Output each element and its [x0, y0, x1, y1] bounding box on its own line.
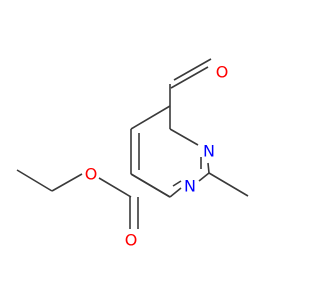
- ester-c-ring-bond: [130, 173, 171, 198]
- atom-label-group: O N N O O: [85, 63, 229, 250]
- ring-nitrogen-n1-label: N: [203, 142, 215, 161]
- ethyl-6-formyl-2-methylpyrimidine-4-carboxylate-structure: O N N O O: [16, 58, 249, 250]
- ring-nitrogen-n3-label: N: [184, 177, 196, 196]
- ring-n3-c4-inner-double: [172, 180, 182, 187]
- ring-c6-c6-bond: [130, 105, 171, 130]
- ester-carbonyl-oxygen-label: O: [125, 231, 138, 250]
- ring-n1-c2-bond: [207, 162, 210, 174]
- ring-c2-n3-bond: [198, 172, 210, 182]
- ethyl-ch2-ch3-bond: [16, 169, 53, 192]
- ring-n3-c4-bond: [169, 187, 182, 198]
- ester-c-o-single: [98, 177, 132, 198]
- aldehyde-co-double-bond-a: [170, 66, 209, 89]
- ring-c6-n1-bond: [169, 128, 199, 146]
- aldehyde-oxygen-label: O: [216, 63, 229, 82]
- methyl-bond: [208, 172, 249, 197]
- aldehyde-co-double-bond-b: [173, 58, 212, 81]
- ethyl-o-ch2-bond: [51, 173, 83, 192]
- bond-group: [16, 58, 249, 229]
- ester-single-oxygen-label: O: [85, 165, 98, 184]
